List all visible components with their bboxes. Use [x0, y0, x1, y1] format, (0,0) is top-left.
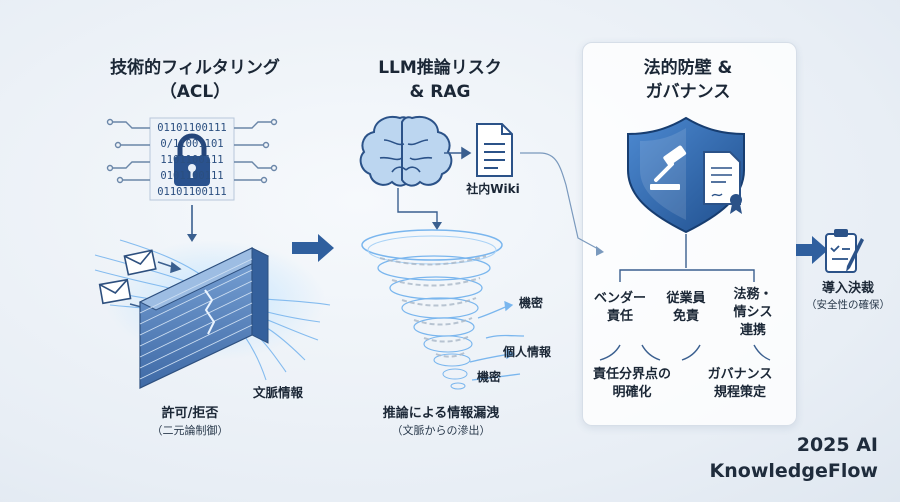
lock-icon [174, 133, 210, 186]
llm-title: LLM推論リスク & RAG [330, 56, 550, 104]
acl-title-line2: （ACL） [159, 82, 231, 102]
branch-vendor: ベンダー 責任 [588, 290, 652, 326]
firewall-wall [138, 247, 270, 389]
llm-title-line2: & RAG [409, 82, 471, 102]
governance-title-line2: ガバナンス [645, 82, 731, 102]
acl-result-line2: （二元論制御） [151, 424, 229, 437]
brand-mark: 2025 AI KnowledgeFlow [690, 432, 878, 484]
governance-rules-line2: 規程策定 [713, 385, 766, 400]
governance-title: 法的防壁 & ガバナンス [590, 56, 786, 104]
branch-vendor-line1: ベンダー [593, 291, 646, 306]
branch-employee: 従業員 免責 [654, 290, 718, 326]
binary-row: 0/11001101 [160, 138, 224, 150]
branch-vendor-line2: 責任 [606, 309, 633, 324]
branch-legal-it-line1: 法務・ [733, 287, 773, 302]
branch-employee-line1: 従業員 [666, 291, 706, 306]
leak-arrows [469, 300, 525, 381]
gavel-icon [650, 145, 687, 190]
funnel-label-personal-info: 個人情報 [502, 345, 551, 359]
wiki-label: 社内Wiki [466, 182, 520, 196]
brand-line1: 2025 AI [796, 434, 878, 456]
funnel-label-confidential-2: 機密 [476, 370, 501, 384]
llm-result-line1: 推論による情報漏洩 [382, 406, 500, 421]
envelope-icon [123, 249, 157, 276]
brain-icon [359, 116, 453, 187]
binary-text: 01101100111 0/11001101 1101100111 010110… [152, 120, 232, 200]
governance-rules: ガバナンス 規程策定 [688, 366, 792, 402]
governance-panel [582, 42, 797, 426]
llm-result-line2: （文脈からの滲出） [391, 424, 491, 437]
context-info-label: 文脈情報 [252, 385, 303, 400]
approval-label: 導入決裁 （安全性の確保） [798, 280, 898, 313]
acl-result: 許可/拒否 （二元論制御） [120, 405, 260, 438]
data-funnel [361, 229, 503, 390]
clipboard-icon [825, 229, 864, 273]
envelope-icon [98, 278, 132, 305]
governance-rules-line1: ガバナンス [707, 367, 773, 382]
llm-title-line1: LLM推論リスク [378, 58, 502, 78]
branch-employee-line2: 免責 [672, 309, 699, 324]
flow-arrow-icon [292, 234, 334, 262]
certificate-icon [703, 151, 742, 214]
responsibility-boundary: 責任分界点の 明確化 [580, 366, 684, 402]
responsibility-boundary-line2: 明確化 [612, 385, 652, 400]
approval-line2: （安全性の確保） [806, 299, 890, 311]
binary-row: 1101100111 [160, 154, 224, 166]
brand-line2: KnowledgeFlow [709, 460, 878, 482]
branch-legal-it-line3: 連携 [739, 323, 766, 338]
llm-result: 推論による情報漏洩 （文脈からの滲出） [356, 405, 526, 438]
flow-arrow-icon [796, 236, 828, 264]
arrow-down-icon [187, 205, 197, 242]
branch-legal-it: 法務・ 情シス 連携 [720, 286, 786, 340]
branch-lines [599, 234, 771, 361]
governance-title-line1: 法的防壁 & [643, 58, 733, 78]
responsibility-boundary-line1: 責任分界点の [592, 367, 671, 382]
acl-title: 技術的フィルタリング （ACL） [80, 56, 310, 104]
acl-title-line1: 技術的フィルタリング [110, 58, 280, 78]
binary-row: 01101100111 [157, 122, 227, 134]
branch-legal-it-line2: 情シス [733, 305, 773, 320]
binary-row: 0101100111 [160, 170, 224, 182]
approval-line1: 導入決裁 [821, 281, 874, 296]
funnel-label-confidential: 機密 [518, 296, 543, 310]
binary-panel [106, 117, 278, 201]
document-icon [476, 123, 513, 177]
binary-row: 01101100111 [157, 186, 227, 198]
acl-result-line1: 許可/拒否 [161, 406, 219, 421]
